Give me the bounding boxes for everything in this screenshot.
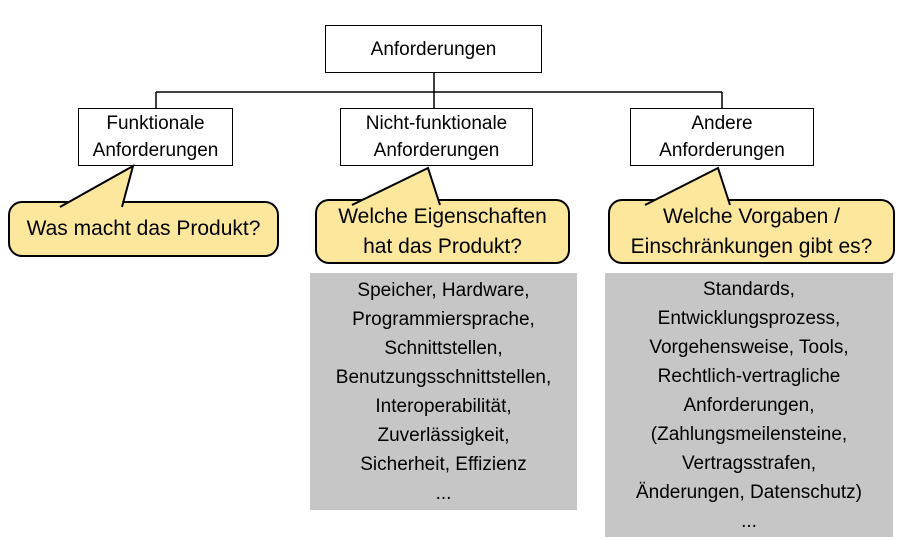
node-andere-anforderungen: Andere Anforderungen — [630, 108, 814, 166]
detail-box-nicht-funktionale: Speicher, Hardware, Programmiersprache, … — [310, 273, 577, 510]
detail-text-line: Schnittstellen, — [384, 337, 503, 359]
callout-welche-eigenschaften: Welche Eigenschaften hat das Produkt? — [315, 199, 570, 264]
root-node-label: Anforderungen — [370, 38, 497, 60]
detail-text-line: Vorgehensweise, Tools, — [649, 336, 849, 358]
node-label-line: Funktionale — [106, 113, 205, 134]
detail-text-line: (Zahlungsmeilensteine, — [650, 423, 848, 445]
detail-text-line: Benutzungsschnittstellen, — [335, 366, 552, 388]
detail-text-line: Standards, — [703, 278, 795, 300]
detail-text-line: Rechtlich-vertragliche — [657, 365, 841, 387]
node-funktionale-anforderungen: Funktionale Anforderungen — [78, 108, 233, 166]
detail-text-line: ... — [435, 482, 452, 504]
detail-text-line: Vertragsstrafen, — [681, 452, 817, 474]
detail-box-andere: Standards, Entwicklungsprozess, Vorgehen… — [605, 273, 893, 537]
node-label-line: Anforderungen — [659, 140, 785, 161]
callout-text-line: Einschränkungen gibt es? — [630, 234, 873, 258]
callout-was-macht-das-produkt: Was macht das Produkt? — [8, 201, 279, 257]
node-label-line: Andere — [691, 113, 753, 134]
detail-text-line: Interoperabilität, — [375, 395, 512, 417]
detail-text-line: Speicher, Hardware, — [357, 279, 530, 301]
detail-text-line: Programmiersprache, — [352, 308, 535, 330]
callout-welche-vorgaben: Welche Vorgaben / Einschränkungen gibt e… — [608, 199, 895, 264]
callout-text-line: Welche Eigenschaften — [338, 204, 547, 228]
callout-text-line: Was macht das Produkt? — [26, 217, 261, 240]
callout-text-line: hat das Produkt? — [363, 234, 522, 258]
detail-text-line: Änderungen, Datenschutz) — [635, 481, 863, 503]
node-nicht-funktionale-anforderungen: Nicht-funktionale Anforderungen — [340, 108, 533, 166]
node-label-line: Nicht-funktionale — [365, 113, 508, 134]
detail-text-line: ... — [741, 510, 757, 532]
detail-text-line: Entwicklungsprozess, — [657, 307, 841, 329]
node-label-line: Anforderungen — [92, 140, 219, 161]
node-label-line: Anforderungen — [373, 140, 500, 161]
callout-text-line: Welche Vorgaben / — [662, 204, 841, 228]
detail-text-line: Zuverlässigkeit, — [377, 424, 510, 446]
detail-text-line: Anforderungen, — [683, 394, 815, 416]
detail-text-line: Sicherheit, Effizienz — [360, 453, 527, 475]
root-node-anforderungen: Anforderungen — [325, 25, 542, 73]
